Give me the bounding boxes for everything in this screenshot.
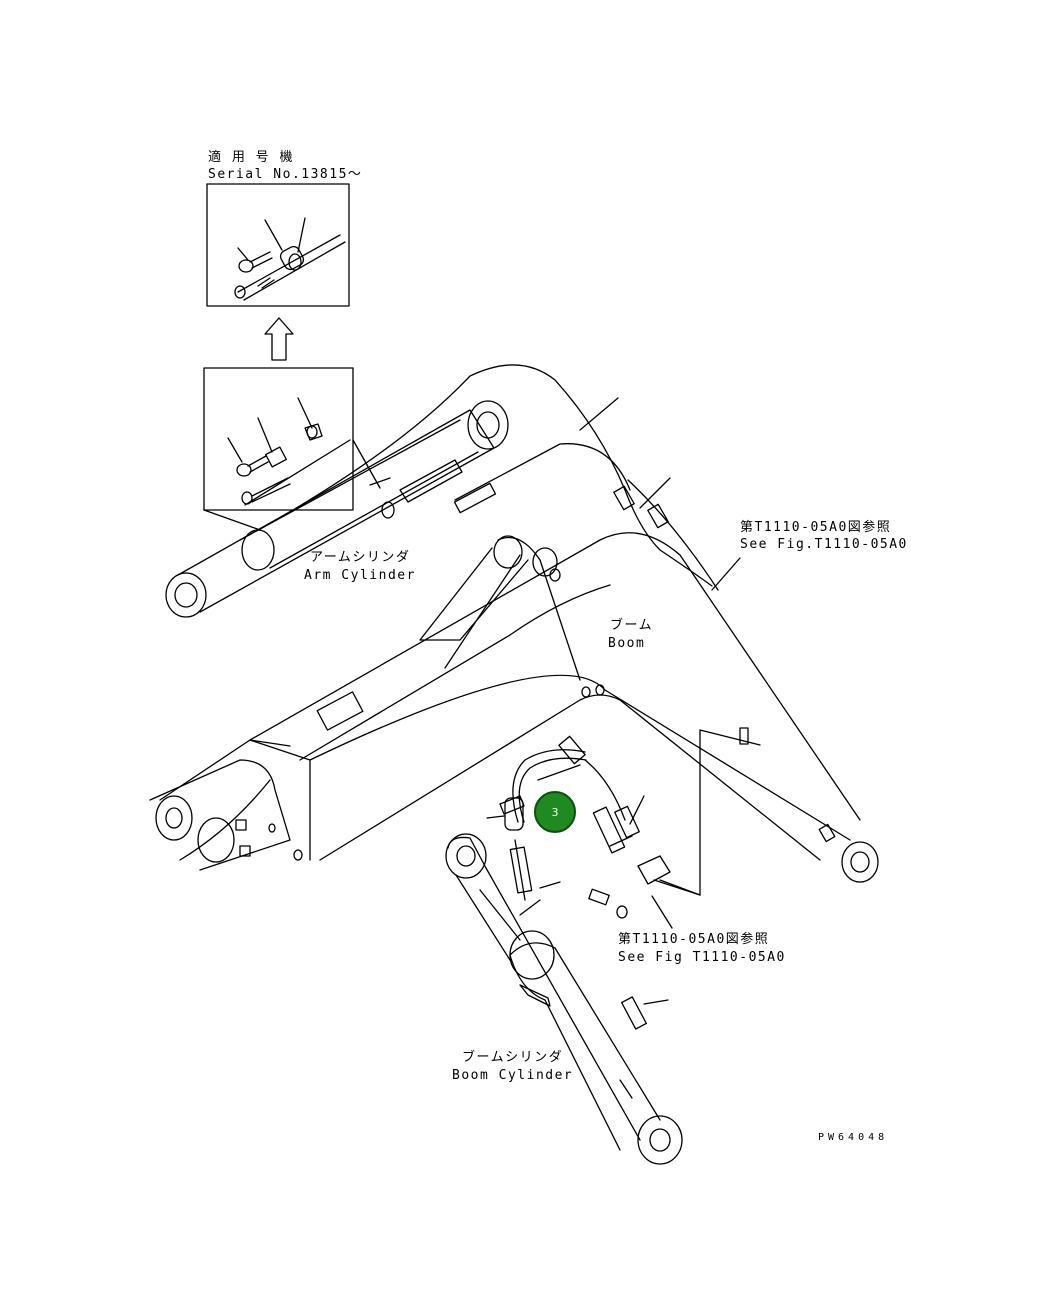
drawing-code: PW64048 — [818, 1132, 889, 1143]
ref-top-en: See Fig.T1110-05A0 — [740, 537, 908, 552]
boom-cylinder-label-en: Boom Cylinder — [452, 1068, 574, 1083]
boom-cylinder — [445, 833, 683, 1165]
up-arrow — [264, 317, 294, 361]
serial-detail-inset — [206, 183, 350, 307]
part-callout-3[interactable]: 3 — [534, 791, 576, 833]
serial-title-jp: 適 用 号 機 — [208, 150, 294, 165]
boom — [149, 532, 879, 896]
boom-label-en: Boom — [608, 636, 646, 651]
ref-bottom-en: See Fig T1110-05A0 — [618, 950, 786, 965]
ref-bottom-jp: 第T1110-05A0図参照 — [618, 932, 770, 947]
boom-label-jp: ブーム — [610, 618, 654, 633]
arm-cylinder-label-jp: アームシリンダ — [310, 550, 411, 565]
hoses — [261, 364, 741, 591]
serial-title-en: Serial No.13815～ — [208, 167, 363, 182]
arm-detail-inset — [203, 367, 381, 531]
arm-cylinder — [165, 400, 509, 618]
boom-cylinder-label-jp: ブームシリンダ — [462, 1050, 564, 1065]
boom-hose — [486, 735, 701, 929]
ref-top-jp: 第T1110-05A0図参照 — [740, 520, 892, 535]
arm-cylinder-label-en: Arm Cylinder — [304, 568, 416, 583]
